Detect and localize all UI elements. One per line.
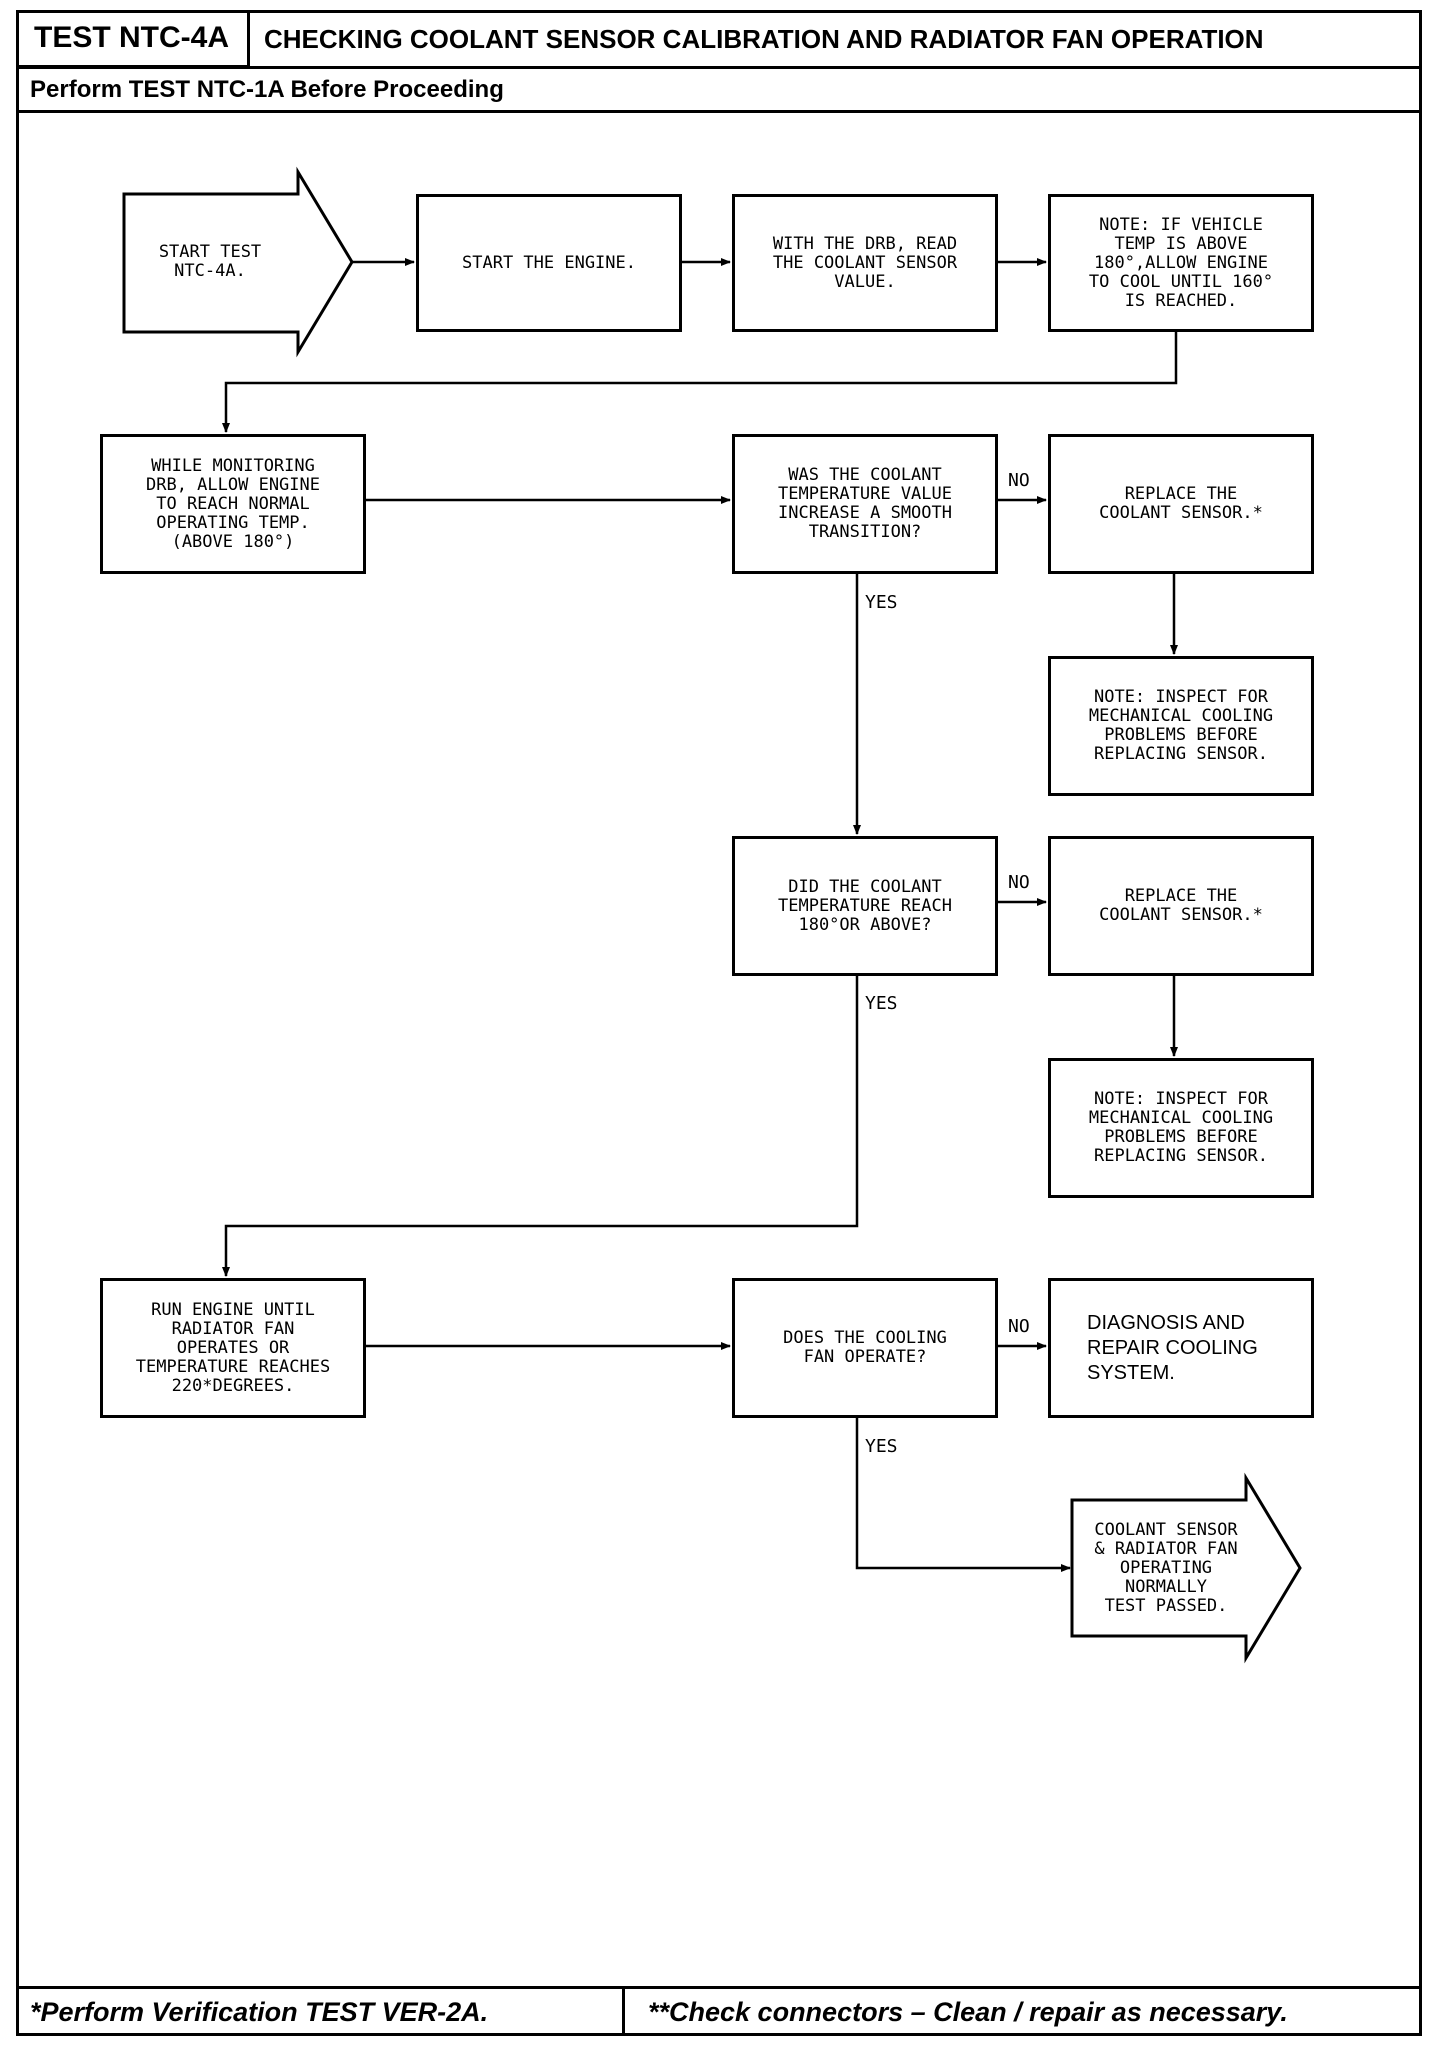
test-title: CHECKING COOLANT SENSOR CALIBRATION AND … (264, 23, 1264, 54)
replace-sensor-step-2: REPLACE THE COOLANT SENSOR.* (1048, 836, 1314, 976)
start-engine-step: START THE ENGINE. (416, 194, 682, 332)
footer-column-divider (622, 1986, 625, 2036)
smooth-transition-decision: WAS THE COOLANT TEMPERATURE VALUE INCREA… (732, 434, 998, 574)
header-divider-2 (16, 110, 1422, 113)
start-test-step: START TEST NTC-4A. (158, 242, 262, 281)
footer-verification-note: *Perform Verification TEST VER-2A. (30, 1996, 489, 2027)
reach-temp-decision: DID THE COOLANT TEMPERATURE REACH 180°OR… (732, 836, 998, 976)
no-label-2: NO (1008, 872, 1030, 893)
read-sensor-step: WITH THE DRB, READ THE COOLANT SENSOR VA… (732, 194, 998, 332)
footer-divider (16, 1986, 1422, 1989)
monitor-step: WHILE MONITORING DRB, ALLOW ENGINE TO RE… (100, 434, 366, 574)
diagnose-repair-step: DIAGNOSIS AND REPAIR COOLING SYSTEM. (1048, 1278, 1314, 1418)
footer-connectors-note: **Check connectors – Clean / repair as n… (648, 1996, 1288, 2027)
note-cool-step: NOTE: IF VEHICLE TEMP IS ABOVE 180°,ALLO… (1048, 194, 1314, 332)
page-frame (16, 10, 1422, 2036)
fan-operate-decision: DOES THE COOLING FAN OPERATE? (732, 1278, 998, 1418)
no-label-3: NO (1008, 1316, 1030, 1337)
yes-label-1: YES (865, 592, 898, 613)
yes-label-3: YES (865, 1436, 898, 1457)
replace-sensor-step-1: REPLACE THE COOLANT SENSOR.* (1048, 434, 1314, 574)
inspect-note-2: NOTE: INSPECT FOR MECHANICAL COOLING PRO… (1048, 1058, 1314, 1198)
inspect-note-1: NOTE: INSPECT FOR MECHANICAL COOLING PRO… (1048, 656, 1314, 796)
run-engine-step: RUN ENGINE UNTIL RADIATOR FAN OPERATES O… (100, 1278, 366, 1418)
header-divider (16, 66, 1422, 69)
yes-label-2: YES (865, 993, 898, 1014)
prerequisite-note: Perform TEST NTC-1A Before Proceeding (30, 76, 504, 103)
no-label-1: NO (1008, 470, 1030, 491)
passed-arrow-shape (1070, 1472, 1302, 1664)
test-passed-step: COOLANT SENSOR & RADIATOR FAN OPERATING … (1094, 1519, 1238, 1616)
start-arrow-shape (122, 166, 354, 358)
